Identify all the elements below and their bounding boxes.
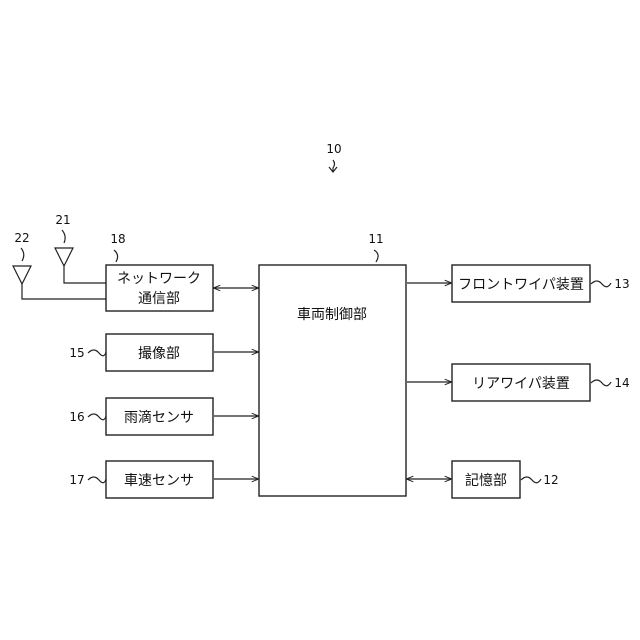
camera-label: 撮像部 (138, 345, 180, 362)
front-wiper-ref-leader (591, 281, 611, 287)
rain-sensor-ref-leader (88, 414, 106, 420)
camera-ref-label: 15 (69, 346, 84, 360)
front-wiper-label: フロントワイパ装置 (458, 277, 584, 293)
system-ref-arrow (329, 160, 337, 172)
antenna-22-ref-label: 22 (14, 231, 29, 245)
speed-sensor-ref-label: 17 (69, 473, 84, 487)
antenna-21-ref-label: 21 (55, 213, 70, 227)
controller-ref-leader (374, 250, 378, 262)
memory-ref-label: 12 (543, 473, 558, 487)
rain-sensor-ref-label: 16 (69, 410, 84, 424)
antenna-21-icon (55, 248, 106, 283)
memory-label: 記憶部 (465, 472, 507, 489)
network-comm-label-line1: ネットワーク (117, 271, 201, 287)
system-ref-label: 10 (326, 142, 341, 156)
network-ref-leader (114, 250, 118, 262)
network-comm-label-line2: 通信部 (138, 291, 180, 307)
rain-sensor-label: 雨滴センサ (124, 409, 194, 426)
camera-ref-leader (88, 350, 106, 356)
front-wiper-ref-label: 13 (614, 277, 629, 291)
antenna-21-ref-leader (62, 230, 65, 243)
rear-wiper-label: リアワイパ装置 (472, 376, 570, 392)
vehicle-controller-label: 車両制御部 (297, 306, 367, 323)
antenna-22-ref-leader (21, 248, 24, 261)
rear-wiper-ref-label: 14 (614, 376, 629, 390)
vehicle-controller-box (259, 265, 406, 496)
rear-wiper-ref-leader (591, 380, 611, 386)
controller-ref-label: 11 (368, 232, 383, 246)
speed-sensor-label: 車速センサ (124, 472, 194, 489)
speed-sensor-ref-leader (88, 477, 106, 483)
network-ref-label: 18 (110, 232, 125, 246)
memory-ref-leader (521, 477, 541, 483)
